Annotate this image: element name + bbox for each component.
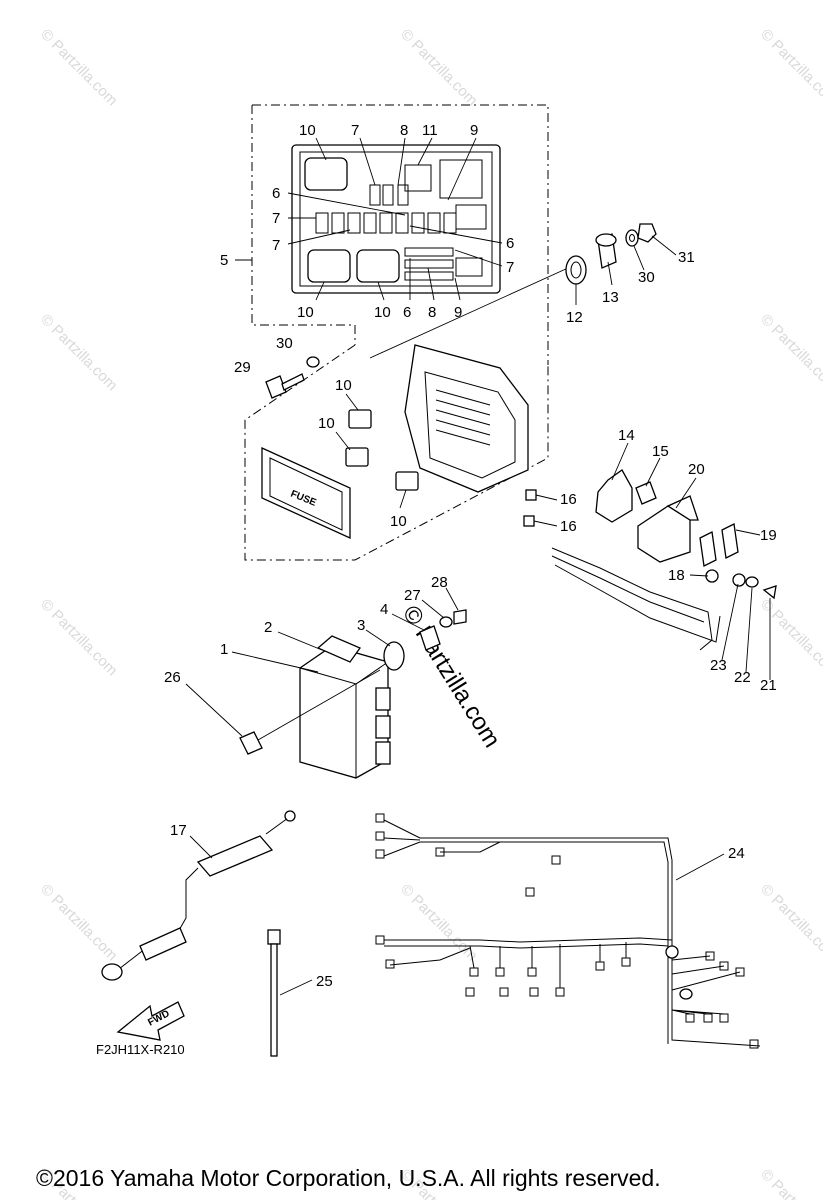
copyright-notice: ©2016 Yamaha Motor Corporation, U.S.A. A… xyxy=(36,1165,661,1191)
leader-lines xyxy=(185,137,771,996)
cable-tie xyxy=(267,929,281,1057)
callout-8: 8 xyxy=(400,122,408,139)
callout-10: 10 xyxy=(374,304,391,321)
junction-box: FUSE xyxy=(261,267,569,540)
callout-20: 20 xyxy=(688,461,705,478)
watermark: © Partzilla.com xyxy=(757,1166,823,1200)
callout-25: 25 xyxy=(316,973,333,990)
callout-24: 24 xyxy=(728,845,745,862)
drawing-code: F2JH11X-R210 xyxy=(96,1042,185,1057)
watermark: © Partzilla.com xyxy=(37,881,120,964)
callout-7: 7 xyxy=(272,210,280,227)
callout-1: 1 xyxy=(220,641,228,658)
callout-7: 7 xyxy=(272,237,280,254)
callout-19: 19 xyxy=(760,527,777,544)
top-right-hardware xyxy=(565,223,657,285)
callout-5: 5 xyxy=(220,252,228,269)
callout-12: 12 xyxy=(566,309,583,326)
watermark: © Partzilla.com xyxy=(37,26,120,109)
callout-2: 2 xyxy=(264,619,272,636)
wire-harness xyxy=(375,813,761,1049)
callout-15: 15 xyxy=(652,443,669,460)
callout-9: 9 xyxy=(470,122,478,139)
callout-23: 23 xyxy=(710,657,727,674)
callout-29: 29 xyxy=(234,359,251,376)
ecu-assembly xyxy=(239,609,467,779)
callout-6: 6 xyxy=(272,185,280,202)
callout-6: 6 xyxy=(403,304,411,321)
callout-21: 21 xyxy=(760,677,777,694)
callout-10: 10 xyxy=(335,377,352,394)
callout-9: 9 xyxy=(454,304,462,321)
callout-11: 11 xyxy=(422,122,438,139)
callout-16: 16 xyxy=(560,518,577,535)
callout-8: 8 xyxy=(428,304,436,321)
callout-10: 10 xyxy=(318,415,335,432)
callout-27: 27 xyxy=(404,587,421,604)
callout-10: 10 xyxy=(390,513,407,530)
watermark: © Partzilla.com xyxy=(397,881,480,964)
watermark: © Partzilla.com xyxy=(37,311,120,394)
watermark: © Partzilla.com xyxy=(37,596,120,679)
callout-28: 28 xyxy=(431,574,448,591)
callout-labels: 10 7 8 11 9 6 7 7 6 7 5 10 10 6 8 9 12 1… xyxy=(164,122,777,990)
watermark: © Partzilla.com xyxy=(757,881,823,964)
callout-4: 4 xyxy=(380,601,388,618)
callout-10: 10 xyxy=(297,304,314,321)
callout-14: 14 xyxy=(618,427,635,444)
callout-30: 30 xyxy=(276,335,293,352)
callout-17: 17 xyxy=(170,822,187,839)
watermark: © Partzilla.com xyxy=(757,26,823,109)
callout-16: 16 xyxy=(560,491,577,508)
callout-3: 3 xyxy=(357,617,365,634)
callout-7: 7 xyxy=(506,259,514,276)
sensor-cable: FWD xyxy=(101,810,296,1041)
callout-13: 13 xyxy=(602,289,619,306)
callout-18: 18 xyxy=(668,567,685,584)
watermark: © Partzilla.com xyxy=(757,311,823,394)
callout-10: 10 xyxy=(299,122,316,139)
callout-6: 6 xyxy=(506,235,514,252)
bolt-29 xyxy=(265,356,320,399)
watermark: © Partzilla.com xyxy=(757,596,823,679)
callout-30: 30 xyxy=(638,269,655,286)
callout-7: 7 xyxy=(351,122,359,139)
watermark: © Partzilla.com xyxy=(397,26,480,109)
callout-26: 26 xyxy=(164,669,181,686)
callout-31: 31 xyxy=(678,249,695,266)
battery-cables xyxy=(551,547,777,651)
relay-bracket xyxy=(595,469,739,567)
callout-22: 22 xyxy=(734,669,751,686)
